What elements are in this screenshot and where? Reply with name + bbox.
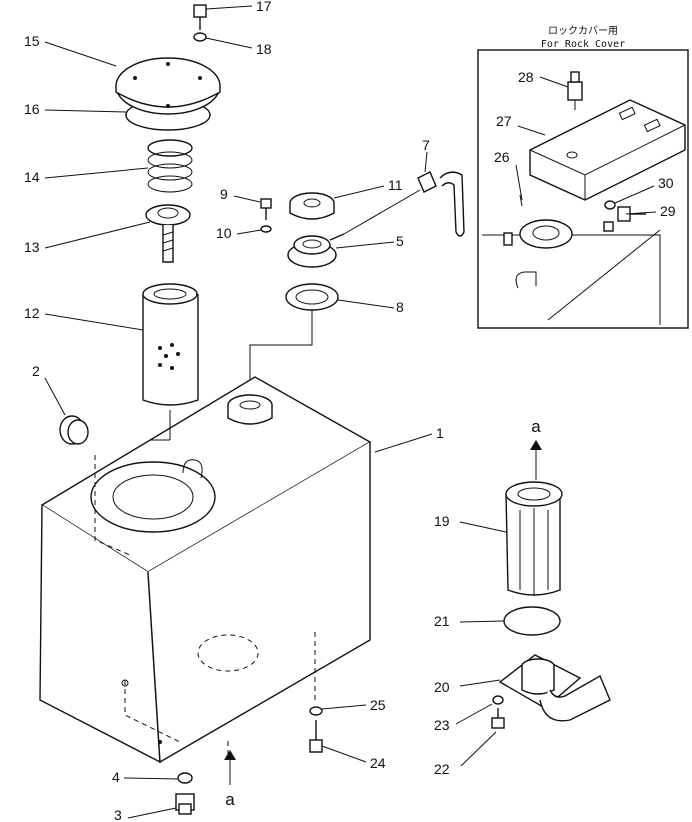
callout-2: 2	[32, 363, 40, 379]
callout-1: 1	[436, 425, 444, 441]
valve-assembly	[145, 204, 191, 263]
callout-18: 18	[256, 41, 272, 57]
return-filter-element	[142, 283, 199, 441]
callout-26: 26	[494, 149, 510, 165]
callout-25: 25	[370, 697, 386, 713]
callout-29: 29	[660, 203, 676, 219]
callout-3: 3	[114, 807, 122, 822]
rock-connector	[567, 71, 583, 110]
callout-12: 12	[24, 305, 40, 321]
flange-bolt	[260, 198, 272, 220]
rock-cover-inset: ロックカバー用 For Rock Cover	[477, 25, 689, 329]
flow-marker-bottom: a	[225, 790, 235, 809]
bottom-washer	[309, 706, 323, 716]
callout-13: 13	[24, 239, 40, 255]
breather-hose	[439, 171, 465, 237]
callout-22: 22	[434, 761, 450, 777]
flow-arrow-up	[530, 440, 542, 480]
inset-washer	[604, 200, 616, 210]
tank-neck	[227, 394, 273, 425]
inset-frame	[477, 49, 689, 329]
drain-plug	[175, 793, 195, 815]
callout-30: 30	[658, 175, 674, 191]
callout-16: 16	[24, 101, 40, 117]
flow-arrow-bottom	[224, 750, 236, 785]
callout-8: 8	[396, 299, 404, 315]
hose-clamp	[417, 171, 437, 193]
inset-hook	[515, 271, 537, 289]
callout-4: 4	[112, 769, 120, 785]
callout-7: 7	[422, 137, 430, 153]
strainer-o-ring	[503, 606, 561, 636]
breather-flange	[287, 233, 345, 268]
gasket	[285, 283, 339, 311]
callout-10: 10	[216, 225, 232, 241]
flow-marker-top: a	[531, 417, 541, 436]
sight-gauge	[59, 415, 89, 445]
inset-filler-ring	[519, 219, 573, 249]
flange-washer	[260, 225, 272, 233]
hydraulic-tank	[39, 376, 372, 764]
filter-cover	[115, 57, 221, 115]
inset-caption-jp: ロックカバー用	[548, 25, 618, 37]
callout-11: 11	[388, 177, 403, 193]
callout-24: 24	[370, 755, 386, 771]
callout-17: 17	[256, 0, 272, 14]
callout-19: 19	[434, 513, 450, 529]
leader-lines	[44, 5, 657, 819]
callout-27: 27	[496, 113, 512, 129]
callout-23: 23	[434, 717, 450, 733]
callout-5: 5	[396, 233, 404, 249]
inset-caption-en: For Rock Cover	[541, 39, 625, 50]
callout-21: 21	[434, 613, 450, 629]
inset-nut	[603, 221, 614, 232]
gasket-leader	[249, 310, 313, 380]
spring	[147, 139, 193, 193]
inset-tank-edge	[482, 234, 661, 325]
callout-9: 9	[220, 186, 228, 202]
callout-14: 14	[24, 169, 40, 185]
rock-cover-box	[529, 99, 686, 201]
drain-o-ring	[177, 772, 193, 784]
callout-20: 20	[434, 679, 450, 695]
suction-flange	[498, 654, 611, 722]
inset-pin	[503, 232, 513, 246]
flange-bolt-22	[491, 708, 505, 729]
cover-bolt	[193, 4, 207, 30]
inset-tank-slope	[547, 229, 661, 321]
callout-15: 15	[24, 33, 40, 49]
flange-bolt-washer	[492, 695, 504, 705]
cover-washer	[193, 32, 207, 42]
bottom-bolt	[309, 720, 323, 753]
callout-28: 28	[518, 69, 534, 85]
breather-cap	[289, 192, 335, 220]
callout-numbers: 1 2 3 4 5 7 8 9 10 11 12 13 14 15 16 17 …	[24, 0, 676, 822]
suction-strainer	[505, 481, 563, 596]
